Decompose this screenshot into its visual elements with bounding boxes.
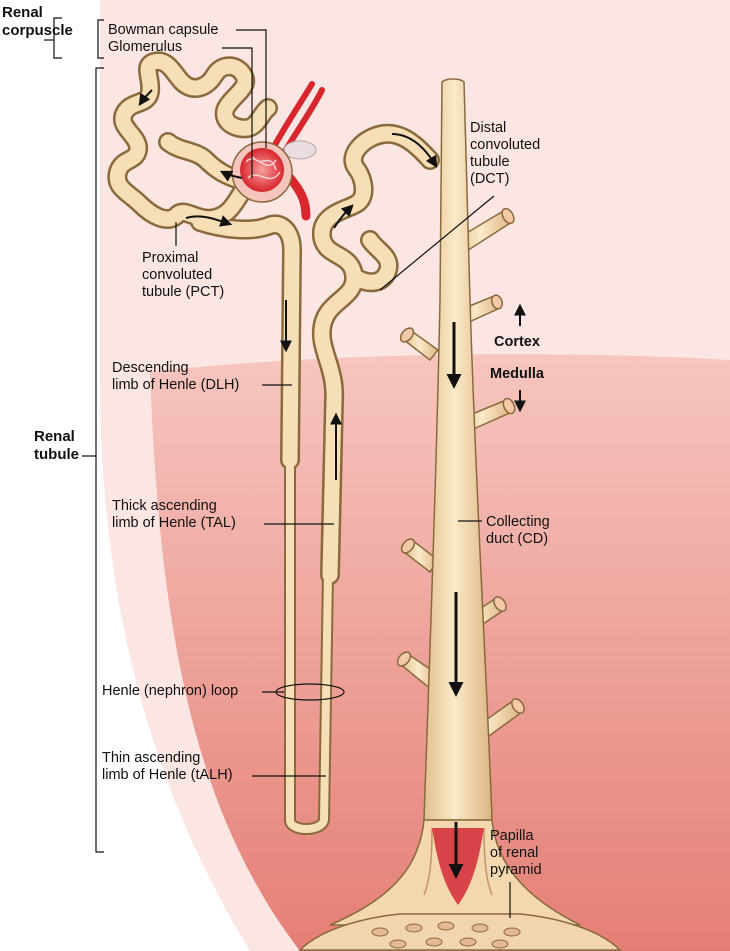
label-pct: Proximal convoluted tubule (PCT) [142,250,225,300]
leader-lines [44,17,511,918]
label-glomerulus: Glomerulus [108,39,183,55]
label-tal: Thick ascending limb of Henle (TAL) [112,498,236,531]
label-papilla: Papilla of renal pyramid [490,828,542,878]
flow-arrows [138,89,526,480]
collecting-duct [298,78,622,951]
label-henle-loop: Henle (nephron) loop [102,683,239,699]
duct-flow-arrows [446,322,464,879]
label-talh: Thin ascending limb of Henle (tALH) [102,750,233,783]
label-bowman-capsule: Bowman capsule [108,22,219,38]
label-collecting-duct: Collecting duct (CD) [486,514,550,547]
label-medulla: Medulla [490,366,544,382]
label-dct: Distal convoluted tubule (DCT) [470,120,541,187]
label-dlh: Descending limb of Henle (DLH) [112,360,240,393]
label-cortex: Cortex [494,334,540,350]
label-renal-corpuscle: Renal corpuscle [2,4,73,39]
label-renal-tubule: Renal tubule [34,428,79,463]
